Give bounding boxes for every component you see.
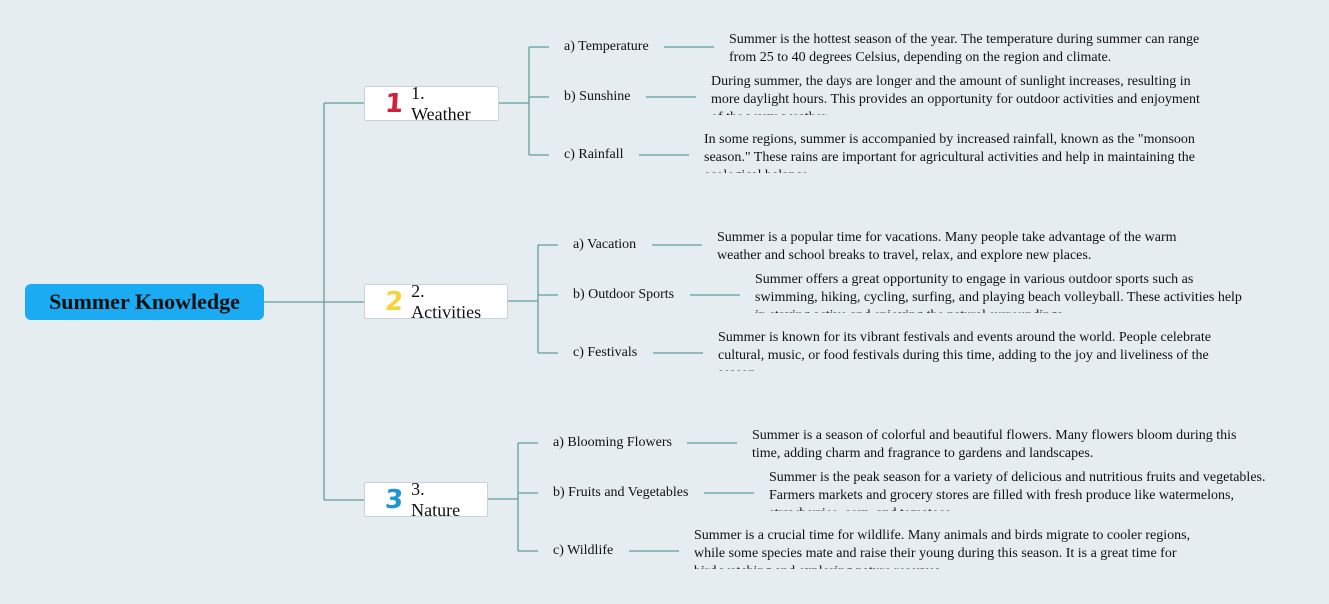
subtopic-temperature[interactable]: a) Temperature — [564, 39, 649, 54]
subtopic-fruits-and-vegetables[interactable]: b) Fruits and Vegetables — [553, 485, 689, 500]
description-temperature: Summer is the hottest season of the year… — [729, 32, 1200, 65]
subtopic-outdoor-sports[interactable]: b) Outdoor Sports — [573, 287, 675, 302]
number-3-icon: 3 — [383, 484, 405, 515]
branch-topic-activities[interactable]: 2 2. Activities — [364, 281, 508, 322]
subtopic-wildlife[interactable]: c) Wildlife — [553, 543, 614, 558]
description-wildlife: Summer is a crucial time for wildlife. M… — [694, 528, 1191, 569]
description-festivals: Summer is known for its vibrant festival… — [718, 330, 1211, 371]
description-outdoor-sports: Summer offers a great opportunity to eng… — [755, 272, 1242, 313]
description-rainfall: In some regions, summer is accompanied b… — [704, 132, 1196, 173]
subtopic-sunshine[interactable]: b) Sunshine — [564, 89, 631, 104]
subtopic-blooming-flowers[interactable]: a) Blooming Flowers — [553, 435, 672, 450]
number-1-icon: 1 — [383, 88, 405, 119]
subtopic-rainfall[interactable]: c) Rainfall — [564, 147, 624, 162]
description-fruits-and-vegetables: Summer is the peak season for a variety … — [769, 470, 1266, 511]
branch-topic-nature[interactable]: 3 3. Nature — [364, 479, 488, 520]
root-topic-label: Summer Knowledge — [49, 289, 240, 314]
root-topic[interactable]: Summer Knowledge — [25, 284, 264, 320]
branch-topic-label: 3. Nature — [411, 478, 461, 520]
root-connector — [264, 102, 364, 501]
description-vacation: Summer is a popular time for vacations. … — [717, 230, 1177, 263]
subtopic-vacation[interactable]: a) Vacation — [573, 237, 637, 252]
branch-topic-label: 2. Activities — [411, 280, 482, 322]
description-sunshine: During summer, the days are longer and t… — [711, 74, 1200, 115]
branch-topic-label: 1. Weather — [411, 82, 471, 124]
description-blooming-flowers: Summer is a season of colorful and beaut… — [752, 428, 1237, 461]
subtopic-festivals[interactable]: c) Festivals — [573, 345, 638, 360]
number-2-icon: 2 — [383, 286, 405, 317]
branch-topic-weather[interactable]: 1 1. Weather — [364, 83, 499, 124]
